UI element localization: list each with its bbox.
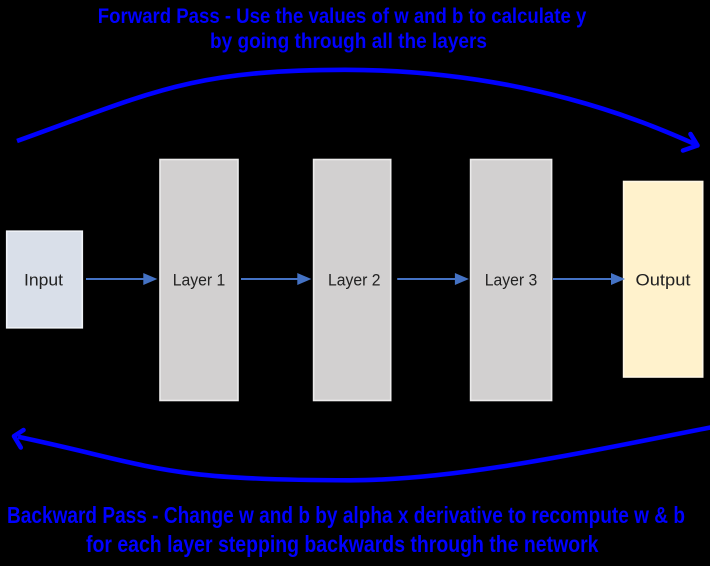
svg-text:for each layer stepping backwa: for each layer stepping backwards throug… <box>86 531 599 557</box>
svg-text:by going through all the layer: by going through all the layers <box>210 29 487 53</box>
svg-text:Forward Pass - Use the values: Forward Pass - Use the values of w and b… <box>98 4 587 28</box>
svg-text:Output: Output <box>636 270 691 289</box>
svg-text:Layer 2: Layer 2 <box>328 270 381 289</box>
svg-text:Layer 1: Layer 1 <box>173 270 226 289</box>
svg-text:Input: Input <box>24 270 63 289</box>
svg-text:Layer 3: Layer 3 <box>485 270 538 289</box>
svg-text:Backward Pass - Change w and b: Backward Pass - Change w and b by alpha … <box>7 502 685 528</box>
